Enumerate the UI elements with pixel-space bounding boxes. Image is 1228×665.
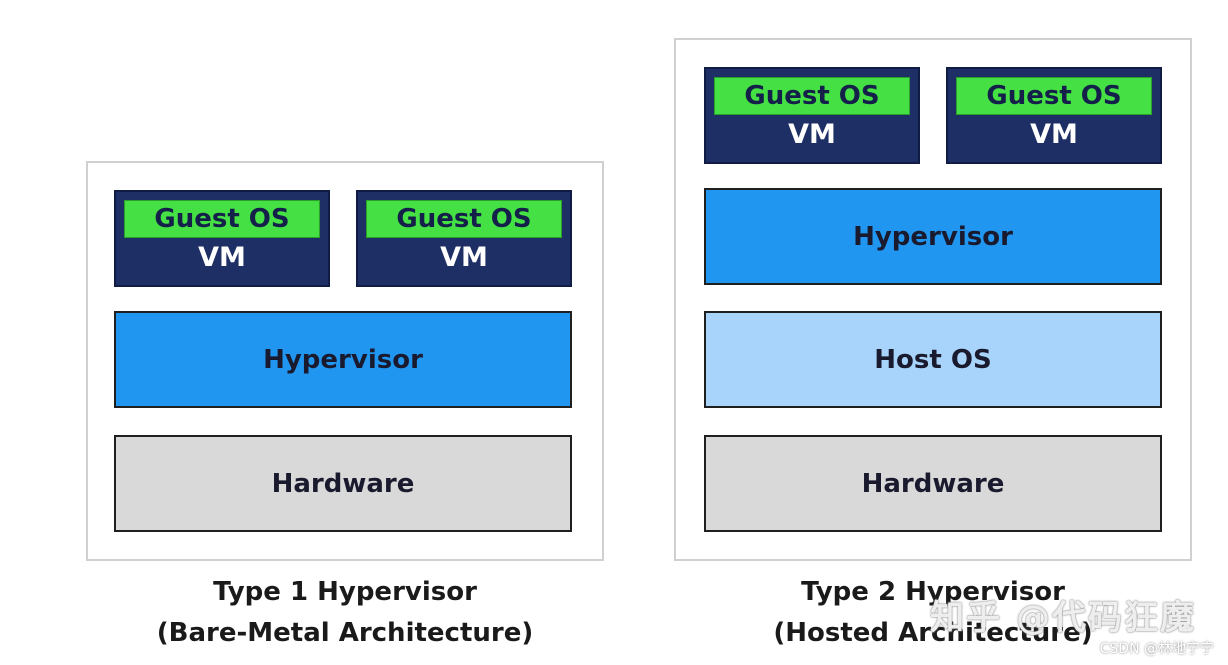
type2-caption-title: Type 2 Hypervisor (801, 577, 1065, 607)
type2-vm-label-1: VM (788, 119, 836, 150)
type1-vm-label-1: VM (198, 242, 246, 273)
type1-caption: Type 1 Hypervisor (Bare-Metal Architectu… (86, 572, 604, 654)
type1-caption-subtitle: (Bare-Metal Architecture) (156, 618, 534, 648)
type2-hypervisor-layer: Hypervisor (704, 188, 1162, 285)
zhihu-watermark: 知乎 @代码狂魔 (930, 598, 1196, 638)
type1-hardware-layer: Hardware (114, 435, 572, 532)
type1-vm-label-2: VM (440, 242, 488, 273)
csdn-credit: CSDN @林地宁宁 (1099, 641, 1214, 657)
type1-vm-2: Guest OS VM (356, 190, 572, 287)
type2-guest-os-2: Guest OS (956, 77, 1152, 115)
type1-hypervisor-layer: Hypervisor (114, 311, 572, 408)
type1-caption-title: Type 1 Hypervisor (213, 577, 477, 607)
type2-vm-label-2: VM (1030, 119, 1078, 150)
type2-caption-subtitle: (Hosted Architecture) (773, 618, 1093, 648)
type2-caption: Type 2 Hypervisor (Hosted Architecture) (674, 572, 1192, 654)
type1-guest-os-2: Guest OS (366, 200, 562, 238)
type2-vm-1: Guest OS VM (704, 67, 920, 164)
type1-guest-os-1: Guest OS (124, 200, 320, 238)
type2-host-os-layer: Host OS (704, 311, 1162, 408)
type2-vm-2: Guest OS VM (946, 67, 1162, 164)
type2-guest-os-1: Guest OS (714, 77, 910, 115)
type2-hardware-layer: Hardware (704, 435, 1162, 532)
type1-vm-1: Guest OS VM (114, 190, 330, 287)
